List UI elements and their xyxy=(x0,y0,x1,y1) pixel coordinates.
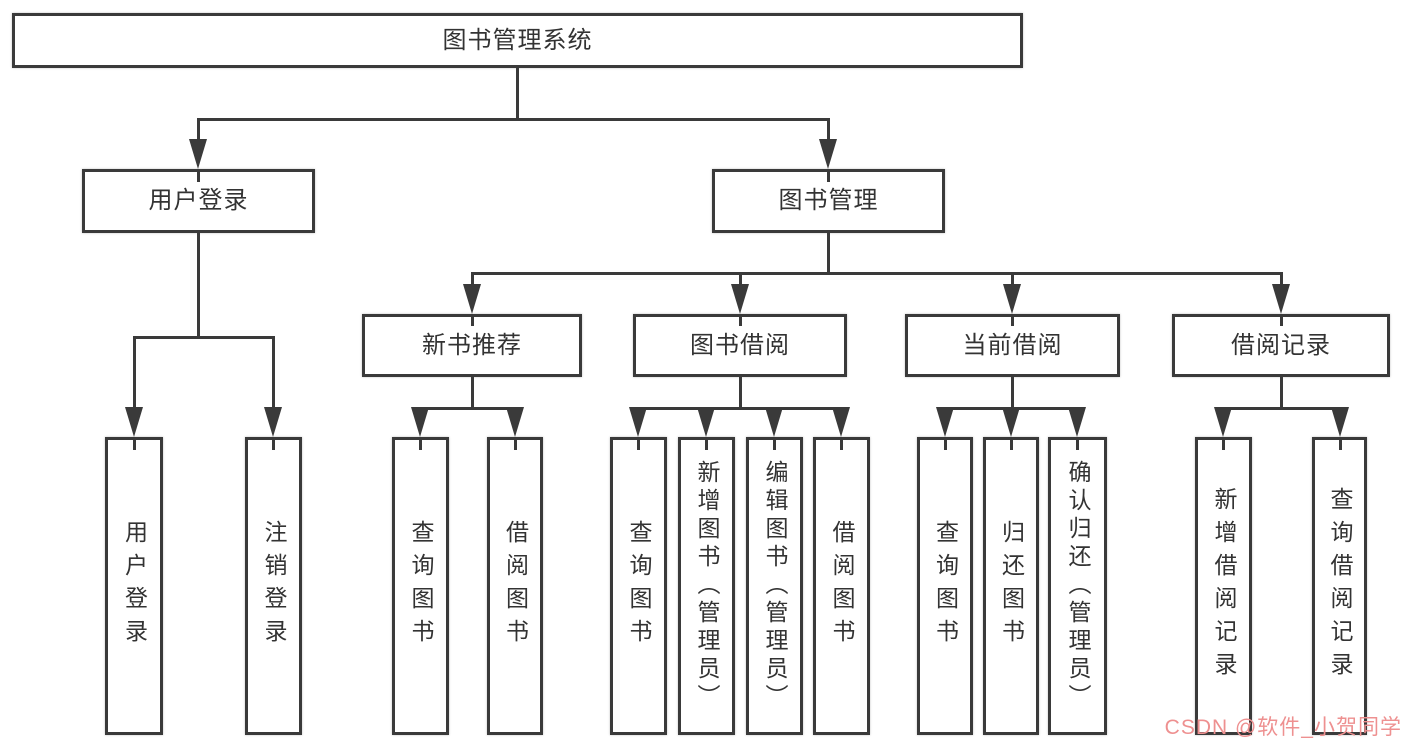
connector-drop xyxy=(471,272,474,287)
leaf-confirm-return-admin: 确认归还（管理员） xyxy=(1048,437,1107,735)
connector-level2-bar xyxy=(197,118,830,121)
arrowhead-to-leaf xyxy=(411,407,429,437)
leaf-edit-books-admin: 编辑图书（管理员） xyxy=(746,437,803,735)
connector-stub xyxy=(272,437,275,450)
connector-drop xyxy=(739,272,742,287)
connector-root-stem xyxy=(516,68,519,118)
connector-stub xyxy=(773,437,776,450)
leaf-add-borrow-record: 新增借阅记录 xyxy=(1195,437,1252,735)
connector-stub xyxy=(944,437,947,450)
connector-newbook-bar xyxy=(419,407,517,410)
connector-stub xyxy=(1076,437,1079,450)
leaf-query-books-2: 查询图书 xyxy=(610,437,667,735)
arrowhead-to-leaf xyxy=(936,407,954,437)
connector-stub xyxy=(840,437,843,450)
connector-current-stem xyxy=(1011,377,1014,407)
connector-bookmgmt-stem xyxy=(827,233,830,272)
connector-userlogin-stem xyxy=(197,233,200,336)
connector-records-bar xyxy=(1222,407,1342,410)
connector-stub xyxy=(1011,314,1014,326)
connector-borrow-stem xyxy=(739,377,742,407)
arrowhead-to-leaf xyxy=(1068,407,1086,437)
arrowhead-to-leaf xyxy=(697,407,715,437)
arrowhead-to-leaf xyxy=(1331,407,1349,437)
connector-drop xyxy=(1280,272,1283,287)
connector-stub xyxy=(197,169,200,182)
connector-stub xyxy=(739,314,742,326)
connector-userlogin-drop xyxy=(197,118,200,142)
arrowhead-to-current-borrow xyxy=(1003,284,1021,314)
leaf-add-books-admin: 新增图书（管理员） xyxy=(678,437,735,735)
leaf-logout: 注销登录 xyxy=(245,437,302,735)
leaf-borrow-books-2: 借阅图书 xyxy=(813,437,870,735)
csdn-watermark: CSDN @软件_小贺同学 xyxy=(1164,716,1402,739)
arrowhead-to-leaf xyxy=(1002,407,1020,437)
connector-stub xyxy=(514,437,517,450)
leaf-user-login: 用户登录 xyxy=(105,437,163,735)
arrowhead-to-leaf xyxy=(765,407,783,437)
connector-records-stem xyxy=(1280,377,1283,407)
connector-stub xyxy=(705,437,708,450)
arrowhead-to-new-book xyxy=(463,284,481,314)
node-new-book-recommend: 新书推荐 xyxy=(362,314,582,377)
leaf-query-books-3: 查询图书 xyxy=(917,437,973,735)
arrowhead-to-user-login xyxy=(189,139,207,169)
leaf-query-borrow-record: 查询借阅记录 xyxy=(1312,437,1367,735)
connector-drop xyxy=(133,336,136,410)
connector-newbook-stem xyxy=(471,377,474,407)
connector-stub xyxy=(419,437,422,450)
connector-stub xyxy=(637,437,640,450)
leaf-return-books: 归还图书 xyxy=(983,437,1039,735)
leaf-query-books-1: 查询图书 xyxy=(392,437,449,735)
arrowhead-to-borrow-records xyxy=(1272,284,1290,314)
connector-drop xyxy=(272,336,275,410)
connector-stub xyxy=(1280,314,1283,326)
arrowhead-to-leaf xyxy=(125,407,143,437)
connector-borrow-bar xyxy=(637,407,843,410)
connector-stub xyxy=(471,314,474,326)
connector-stub xyxy=(827,169,830,182)
connector-level3-bar xyxy=(471,272,1283,275)
connector-userlogin-bar xyxy=(133,336,275,339)
arrowhead-to-leaf xyxy=(629,407,647,437)
arrowhead-to-leaf xyxy=(506,407,524,437)
arrowhead-to-leaf xyxy=(264,407,282,437)
arrowhead-to-leaf xyxy=(1214,407,1232,437)
arrowhead-to-book-management xyxy=(819,139,837,169)
connector-bookmgmt-drop xyxy=(827,118,830,142)
connector-drop xyxy=(1011,272,1014,287)
arrowhead-to-book-borrow xyxy=(731,284,749,314)
connector-stub xyxy=(1010,437,1013,450)
connector-stub xyxy=(1339,437,1342,450)
leaf-borrow-books-1: 借阅图书 xyxy=(487,437,543,735)
connector-stub xyxy=(1222,437,1225,450)
node-library-management-system: 图书管理系统 xyxy=(12,13,1023,68)
arrowhead-to-leaf xyxy=(832,407,850,437)
connector-stub xyxy=(133,437,136,450)
